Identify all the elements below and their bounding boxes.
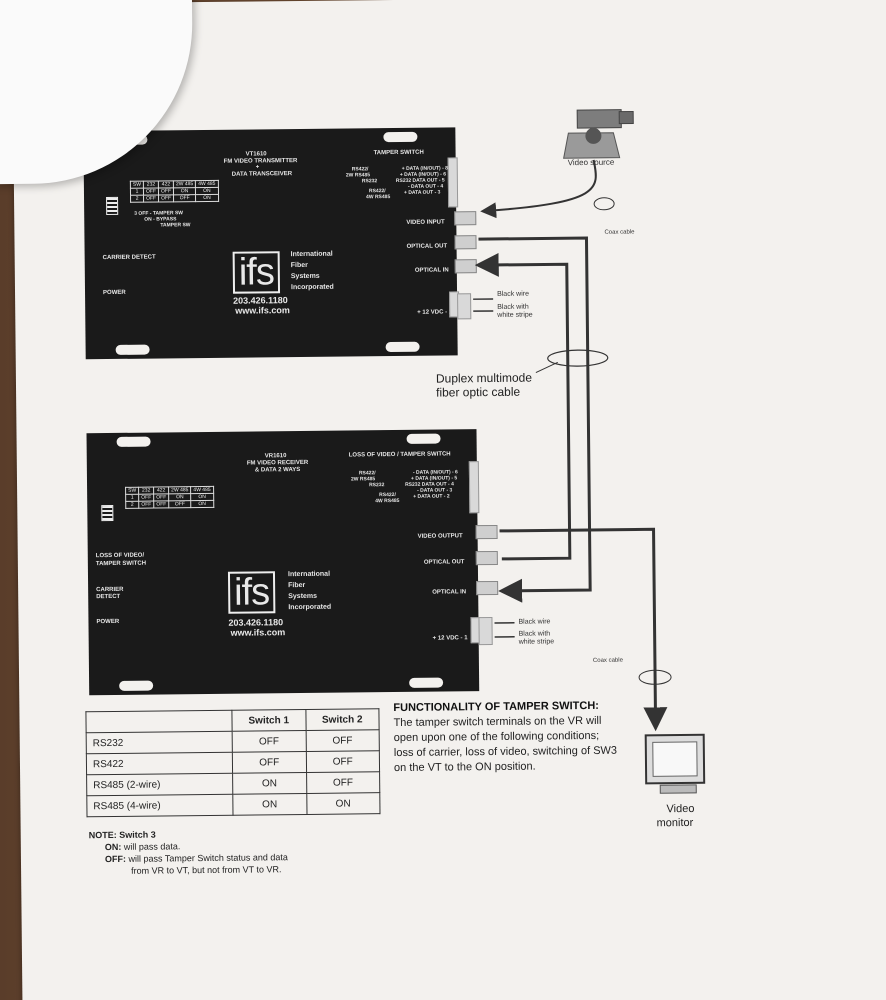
table-cell: OFF (232, 730, 306, 753)
coax-cable-top-label: Coax cable (604, 229, 635, 236)
vt-black-wire-label: Black wire (497, 290, 530, 298)
table-cell: OFF (232, 751, 307, 774)
functionality-title: FUNCTIONALITY OF TAMPER SWITCH: (393, 699, 599, 715)
table-cell: OFF (305, 729, 380, 752)
vt-black-stripe-label-1: Black with (497, 303, 529, 311)
table-header: Switch 1 (231, 709, 306, 732)
functionality-line: on the VT to the ON position. (393, 760, 536, 775)
note-off-label: OFF: (104, 853, 127, 865)
functionality-line: loss of carrier, loss of video, switchin… (393, 744, 618, 760)
table-row: Switch 1 Switch 2 (85, 708, 380, 733)
note-block: NOTE: Switch 3 ON: will pass data. OFF: … (89, 827, 288, 877)
table-row: RS485 (2-wire) ON OFF (86, 771, 380, 796)
table-row: RS485 (4-wire) ON ON (86, 792, 380, 817)
note-off-text-1: will pass Tamper Switch status and data (128, 852, 288, 864)
table-cell: OFF (306, 771, 380, 794)
video-source-label: Video source (567, 157, 615, 168)
table-row: RS422 OFF OFF (86, 750, 380, 775)
note-on-label: ON: (104, 841, 122, 853)
duplex-cable-label-2: fiber optic cable (436, 384, 521, 400)
table-cell: ON (232, 793, 307, 816)
duplex-cable-label-1: Duplex multimode (435, 370, 533, 386)
table-cell: ON (306, 792, 380, 815)
vr-black-stripe-label-2: white stripe (518, 638, 555, 646)
table-header: Switch 2 (305, 708, 380, 731)
note-off-text-2: from VR to VT, but not from VT to VR. (131, 864, 282, 876)
switch-settings-table: Switch 1 Switch 2 RS232 OFF OFF RS422 OF… (85, 708, 380, 817)
table-header (85, 710, 233, 733)
table-cell: ON (232, 772, 307, 795)
video-camera-icon (563, 109, 634, 159)
cable-diagram (473, 109, 706, 794)
vt-black-stripe-label-2: white stripe (497, 311, 533, 319)
functionality-body: The tamper switch terminals on the VR wi… (393, 714, 617, 776)
vr-black-wire-label: Black wire (518, 618, 551, 626)
note-on-text: will pass data. (123, 841, 181, 852)
video-monitor-label-1: Video (666, 802, 695, 816)
table-cell: RS485 (2-wire) (86, 773, 233, 796)
coax-cable-bottom-label: Coax cable (592, 657, 623, 664)
table-cell: RS232 (86, 731, 233, 754)
table-cell: RS485 (4-wire) (86, 794, 234, 817)
video-monitor-label-2: monitor (656, 816, 694, 830)
video-monitor-icon (644, 733, 706, 794)
table-row: RS232 OFF OFF (86, 729, 380, 754)
table-cell: OFF (305, 750, 380, 773)
table-cell: RS422 (86, 752, 233, 775)
vr-black-stripe-label-1: Black with (518, 630, 551, 638)
